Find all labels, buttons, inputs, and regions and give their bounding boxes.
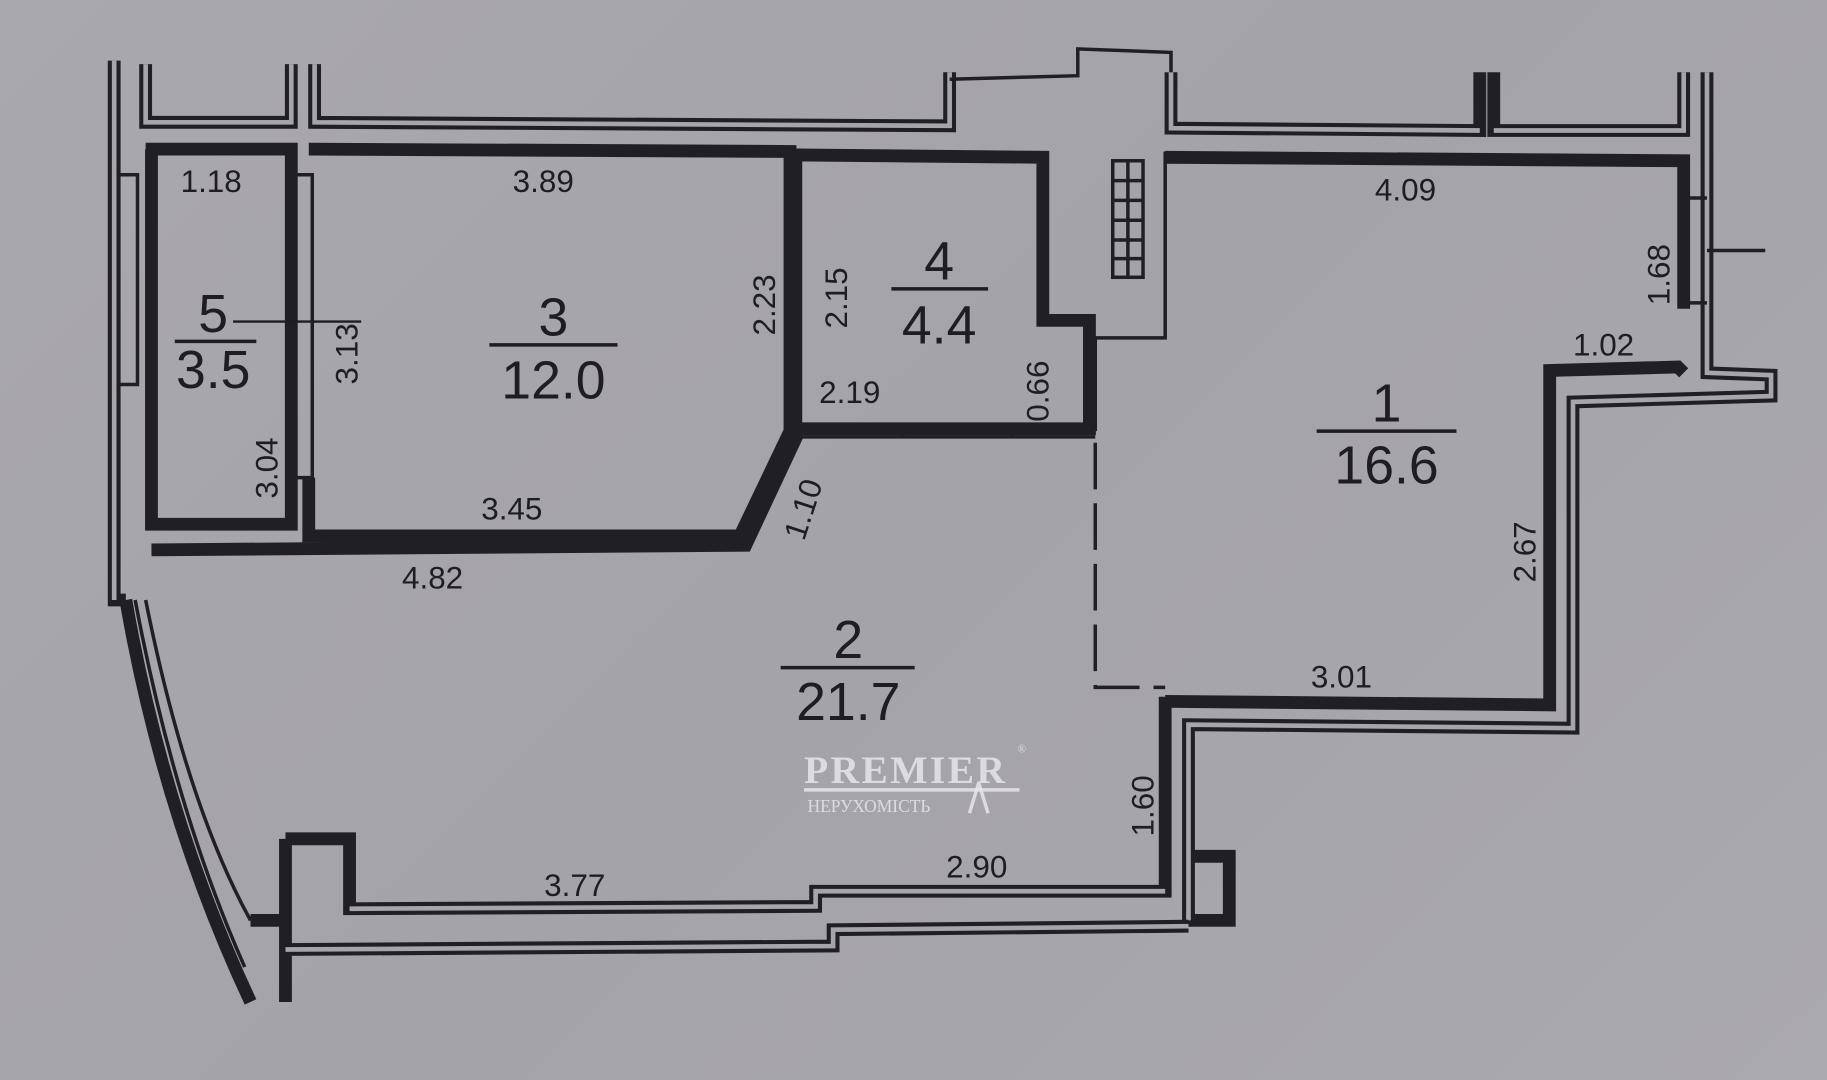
dimension-label: 4.82 bbox=[402, 560, 463, 595]
dimension-label: 4.09 bbox=[1375, 172, 1436, 207]
dimension-label: 3.89 bbox=[513, 164, 574, 199]
watermark-registered: ® bbox=[1017, 743, 1026, 756]
walls bbox=[107, 47, 1778, 1005]
room-5-label: 5 3.5 bbox=[174, 284, 362, 400]
dimension-label: 2.19 bbox=[819, 375, 880, 410]
dimension-label: 3.45 bbox=[481, 492, 542, 527]
room-2-label: 2 21.7 bbox=[780, 610, 915, 732]
dimensions: 1.18 3.13 3.04 3.89 2.23 3.45 2.15 2.19 … bbox=[181, 164, 1677, 903]
dimension-label: 0.66 bbox=[1021, 361, 1056, 422]
person-icon bbox=[967, 782, 990, 814]
dimension-label: 3.01 bbox=[1311, 659, 1372, 694]
room-area: 3.5 bbox=[176, 340, 250, 400]
dimension-label: 3.13 bbox=[330, 323, 365, 384]
room-area: 12.0 bbox=[501, 350, 605, 410]
room-area: 4.4 bbox=[902, 296, 976, 356]
room-number: 5 bbox=[198, 284, 228, 344]
room-1-label: 1 16.6 bbox=[1316, 374, 1457, 495]
dimension-label: 1.02 bbox=[1573, 327, 1634, 362]
dimension-label: 2.15 bbox=[819, 267, 854, 328]
room-3-label: 3 12.0 bbox=[489, 288, 618, 410]
dimension-label: 1.18 bbox=[181, 164, 242, 199]
room-number: 4 bbox=[924, 232, 954, 292]
dimension-label: 1.60 bbox=[1126, 775, 1161, 836]
dimension-label: 1.68 bbox=[1642, 244, 1677, 305]
dimension-label: 2.90 bbox=[946, 849, 1007, 884]
room-4-label: 4 4.4 bbox=[891, 232, 989, 356]
room-number: 2 bbox=[833, 610, 863, 670]
room-area: 16.6 bbox=[1334, 435, 1438, 495]
room-area: 21.7 bbox=[796, 672, 900, 732]
dimension-label: 2.23 bbox=[747, 274, 782, 335]
dimension-label: 3.77 bbox=[544, 868, 605, 903]
watermark-logo: PREMIER ® НЕРУХОМІСТЬ bbox=[804, 743, 1026, 816]
dimension-label: 1.10 bbox=[777, 475, 829, 544]
watermark-subtitle: НЕРУХОМІСТЬ bbox=[807, 796, 930, 816]
dimension-label: 3.04 bbox=[249, 437, 284, 498]
dimension-label: 2.67 bbox=[1508, 521, 1543, 582]
room-number: 3 bbox=[539, 288, 569, 348]
watermark-brand: PREMIER bbox=[804, 748, 1007, 792]
room-number: 1 bbox=[1372, 374, 1402, 434]
